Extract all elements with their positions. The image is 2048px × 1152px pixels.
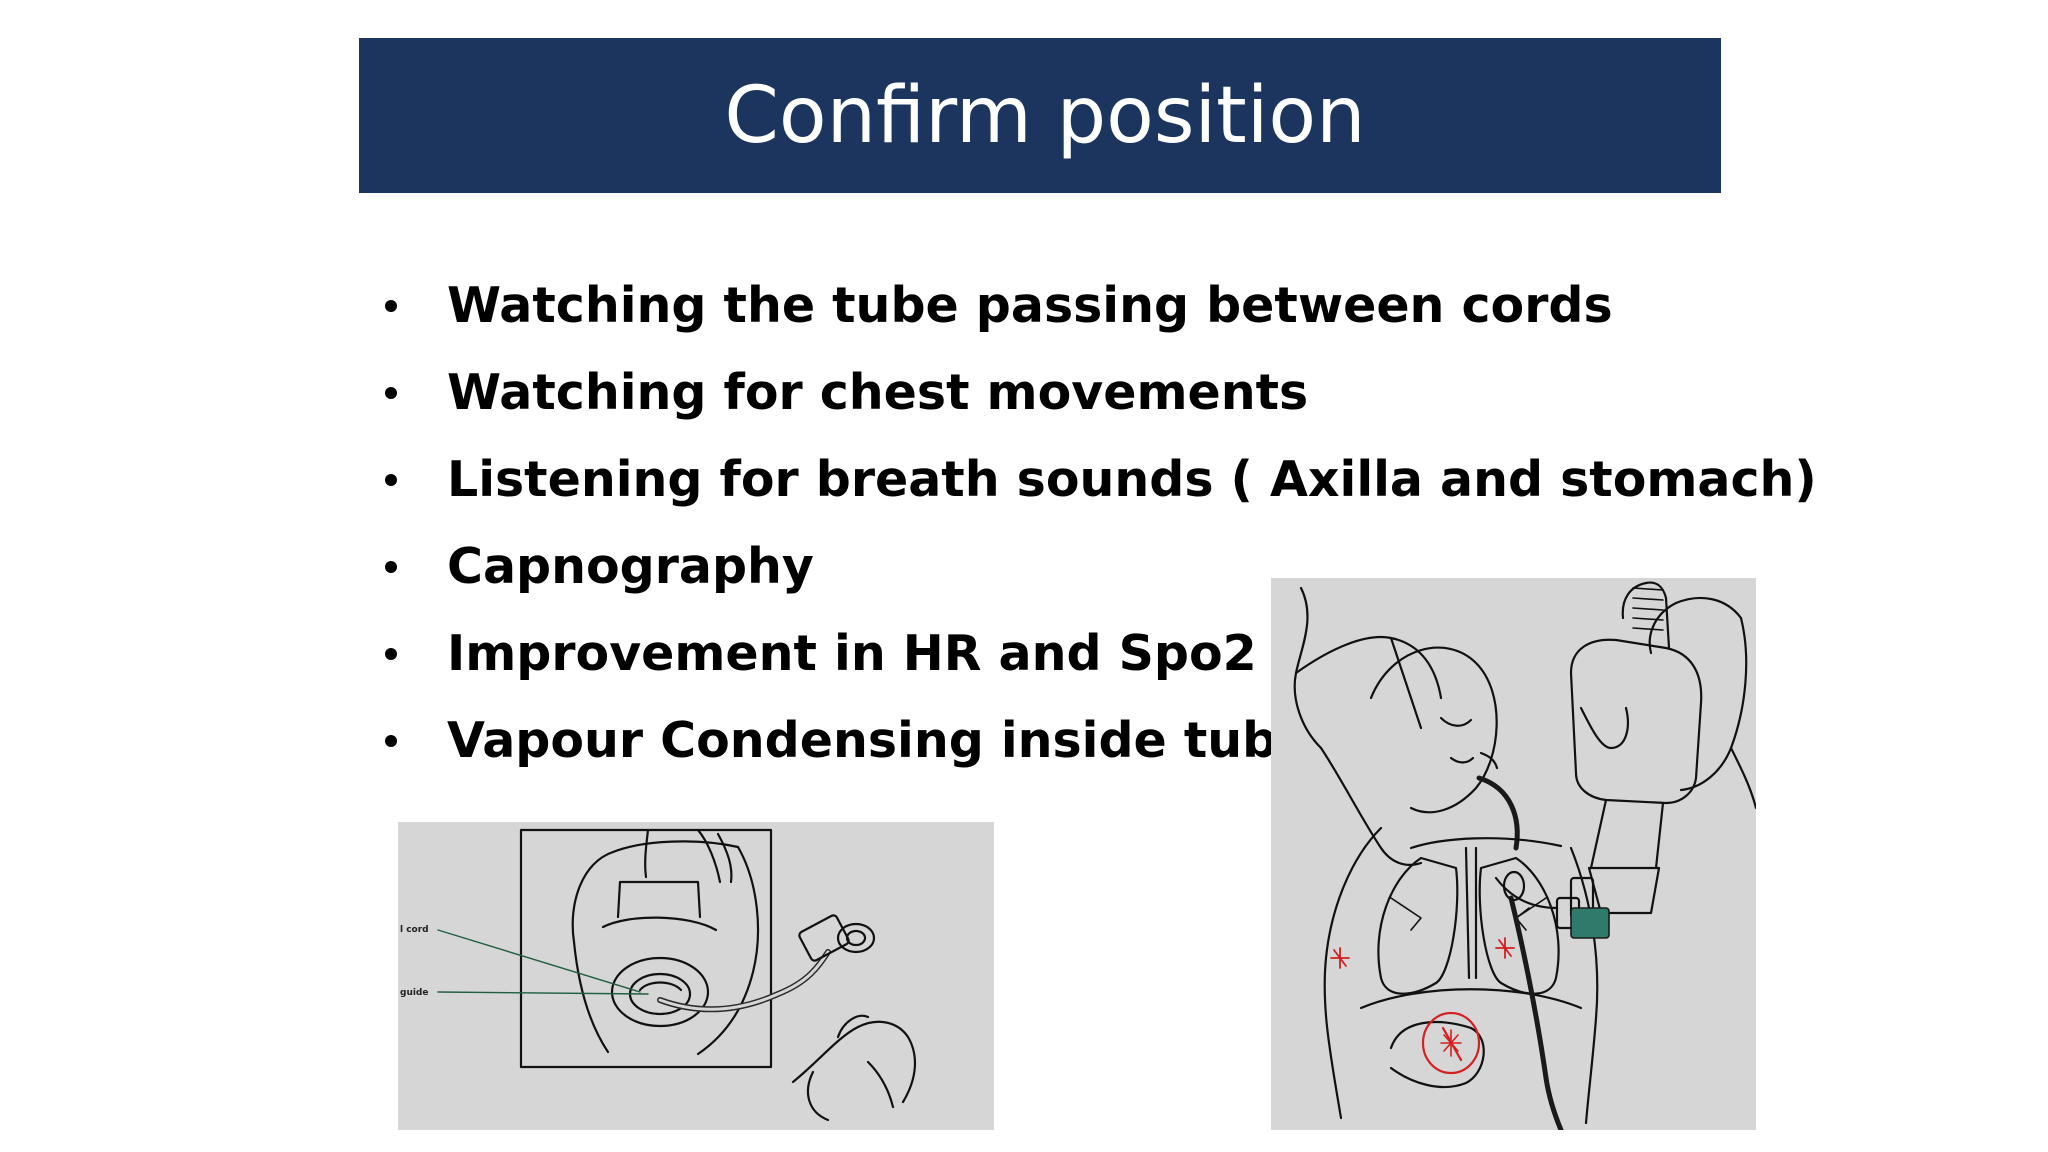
bullet-text: Listening for breath sounds ( Axilla and… — [447, 451, 1817, 508]
bullet-item: Improvement in HR and Spo2 — [385, 610, 1817, 697]
bullet-item: Watching the tube passing between cords — [385, 262, 1817, 349]
bullet-dot-icon — [385, 560, 397, 573]
bullet-dot-icon — [385, 386, 397, 399]
bullet-item: Vapour Condensing inside tube — [385, 697, 1817, 784]
bullet-item: Watching for chest movements — [385, 349, 1817, 436]
bullet-list: Watching the tube passing between cords … — [385, 262, 1817, 784]
infant-bagging-drawing — [1293, 581, 1756, 1130]
infant-ventilation-illustration — [1271, 578, 1756, 1130]
bullet-text: Improvement in HR and Spo2 — [447, 625, 1257, 682]
bullet-text: Watching the tube passing between cords — [447, 277, 1613, 334]
bullet-dot-icon — [385, 734, 397, 747]
guide-label: guide — [400, 988, 428, 998]
laryngoscope-view-drawing: l cord guide — [400, 828, 917, 1122]
bullet-dot-icon — [385, 299, 397, 312]
view-frame — [519, 828, 773, 1069]
title-bar: Confirm position — [359, 38, 1721, 193]
bullet-item: Listening for breath sounds ( Axilla and… — [385, 436, 1817, 523]
bullet-dot-icon — [385, 647, 397, 660]
slide-title: Confirm position — [724, 70, 1366, 161]
bullet-text: Vapour Condensing inside tube — [447, 712, 1311, 769]
cord-label: l cord — [400, 925, 429, 935]
intubation-view-illustration: l cord guide — [398, 822, 994, 1130]
bullet-text: Capnography — [447, 538, 814, 595]
bullet-dot-icon — [385, 473, 397, 486]
bullet-text: Watching for chest movements — [447, 364, 1309, 421]
bullet-item: Capnography — [385, 523, 1817, 610]
